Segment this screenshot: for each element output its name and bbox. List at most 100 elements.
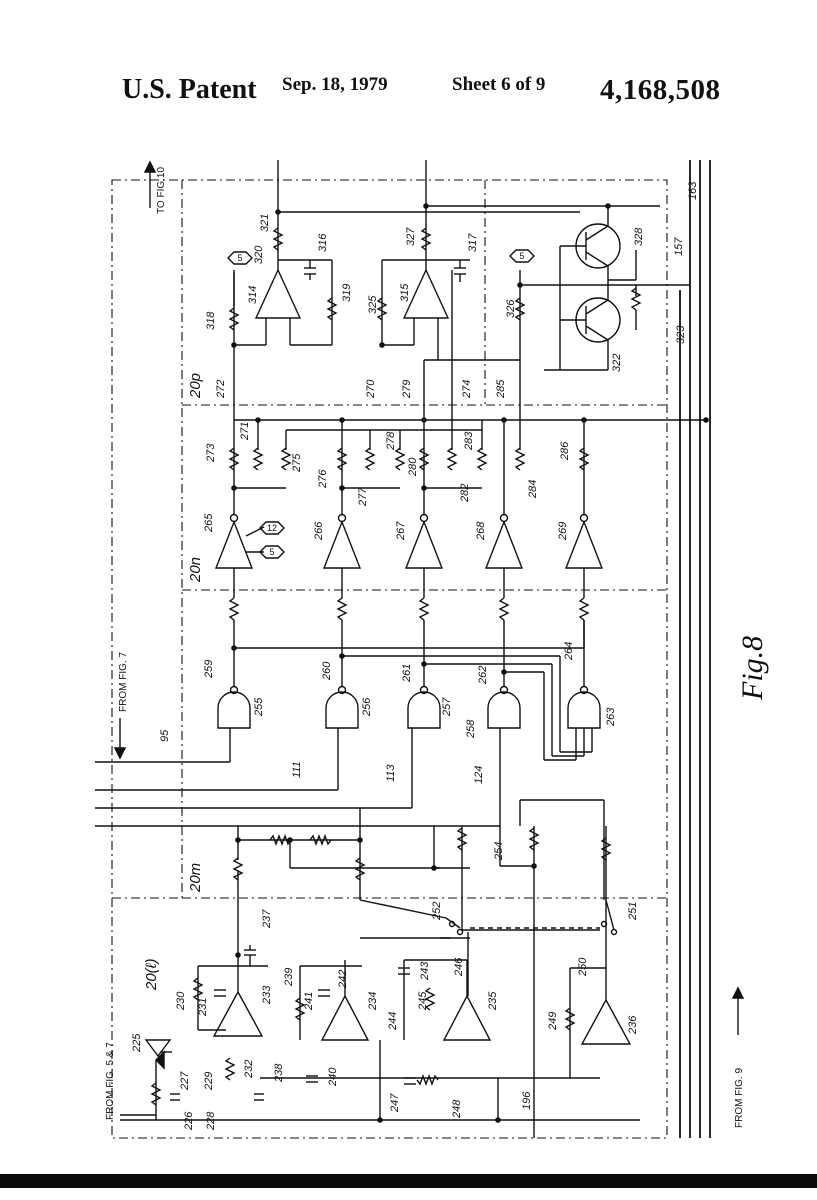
ref-256: 256 (361, 697, 373, 717)
ref-124: 124 (473, 766, 485, 784)
ref-262: 262 (477, 666, 489, 685)
ref-278: 278 (385, 431, 397, 451)
ref-327: 327 (405, 227, 417, 246)
ref-250: 250 (577, 957, 589, 977)
hex-tag-5-top: 5 (237, 253, 242, 263)
block-20p-label: 20p (187, 373, 204, 399)
to-fig10-label: TO FIG.10 (156, 167, 167, 214)
ref-258: 258 (465, 719, 477, 739)
input-bus (95, 728, 501, 827)
ref-322: 322 (611, 354, 623, 372)
from-fig7-label: FROM FIG. 7 (118, 652, 129, 712)
ref-273: 273 (205, 443, 217, 463)
and-gates (217, 685, 601, 729)
ref-252: 252 (431, 902, 443, 921)
ref-318: 318 (205, 311, 217, 330)
hex-tag-5-right: 5 (519, 251, 524, 261)
ref-259: 259 (203, 660, 215, 679)
patent-label: U.S. Patent (122, 74, 257, 105)
ref-276: 276 (317, 469, 329, 489)
resistor-network (228, 270, 706, 514)
block-20n-label: 20n (187, 557, 204, 583)
transistors (544, 206, 690, 371)
patent-number: 4,168,508 (600, 74, 721, 106)
ref-257: 257 (441, 697, 453, 717)
logic-interface (238, 799, 618, 996)
ref-320: 320 (253, 245, 265, 264)
ref-271: 271 (239, 422, 251, 441)
ref-241: 241 (303, 992, 315, 1011)
supply-tags (227, 249, 535, 559)
ref-279: 279 (401, 380, 413, 399)
block-20m-label: 20m (187, 863, 204, 893)
ref-282: 282 (459, 484, 471, 503)
ref-286: 286 (559, 441, 571, 461)
gate-outputs (228, 568, 593, 761)
ref-266: 266 (313, 521, 325, 541)
sheet-number: Sheet 6 of 9 (452, 74, 546, 95)
junction-dots (231, 203, 709, 1123)
ref-225: 225 (131, 1033, 143, 1053)
ref-229: 229 (203, 1072, 215, 1091)
to-fig10-arrow-icon (143, 160, 157, 208)
ref-284: 284 (527, 480, 539, 499)
ref-236: 236 (627, 1015, 639, 1035)
ref-254: 254 (493, 842, 505, 861)
output-amplifiers (228, 160, 660, 361)
from-fig9-arrow-icon (731, 986, 745, 1035)
ref-267: 267 (395, 521, 407, 541)
ref-239: 239 (283, 968, 295, 987)
from-fig57-label: FROM FIG. 5 & 7 (105, 1042, 116, 1120)
ref-314: 314 (247, 286, 259, 304)
ref-246: 246 (453, 957, 465, 977)
ref-280: 280 (407, 457, 419, 477)
ref-315: 315 (399, 283, 411, 302)
ref-196: 196 (521, 1091, 533, 1110)
ref-326: 326 (505, 299, 517, 318)
ref-255: 255 (253, 697, 265, 717)
ref-231: 231 (197, 998, 209, 1017)
ref-248: 248 (451, 1099, 463, 1119)
ref-269: 269 (557, 522, 569, 541)
ref-240: 240 (327, 1067, 339, 1087)
hex-tag-12: 12 (267, 523, 277, 533)
block-20l-label: 20(ℓ) (143, 958, 160, 991)
ref-234: 234 (367, 992, 379, 1011)
ref-264: 264 (563, 642, 575, 661)
analog-front-end (120, 826, 640, 1138)
ref-275: 275 (291, 453, 303, 473)
ref-157: 157 (673, 237, 685, 256)
ref-113: 113 (385, 764, 397, 782)
page-bottom-rule (0, 1174, 817, 1188)
from-fig7-arrow-icon (113, 718, 127, 760)
ref-230: 230 (175, 991, 187, 1011)
patent-date: Sep. 18, 1979 (282, 74, 388, 95)
right-bus-lines (679, 160, 711, 1138)
ref-261: 261 (401, 664, 413, 683)
ref-245: 245 (417, 991, 429, 1011)
ref-272: 272 (215, 380, 227, 399)
hex-tag-5-buffer: 5 (269, 547, 274, 557)
ref-242: 242 (337, 970, 349, 989)
ref-238: 238 (273, 1063, 285, 1083)
ref-317: 317 (467, 233, 479, 252)
ref-277: 277 (357, 487, 369, 507)
ref-249: 249 (547, 1012, 559, 1031)
ref-328: 328 (633, 227, 645, 246)
ref-226: 226 (183, 1111, 195, 1131)
inverting-buffers (214, 513, 604, 569)
ref-251: 251 (627, 902, 639, 921)
ref-228: 228 (205, 1111, 217, 1131)
ref-163: 163 (687, 181, 699, 200)
ref-316: 316 (317, 233, 329, 252)
ref-111: 111 (291, 761, 303, 778)
ref-325: 325 (367, 295, 379, 314)
ref-270: 270 (365, 379, 377, 399)
ref-247: 247 (389, 1093, 401, 1113)
ref-227: 227 (179, 1071, 191, 1091)
ref-274: 274 (461, 380, 473, 399)
ref-233: 233 (261, 985, 273, 1005)
ref-321: 321 (259, 214, 271, 232)
ref-260: 260 (321, 661, 333, 681)
